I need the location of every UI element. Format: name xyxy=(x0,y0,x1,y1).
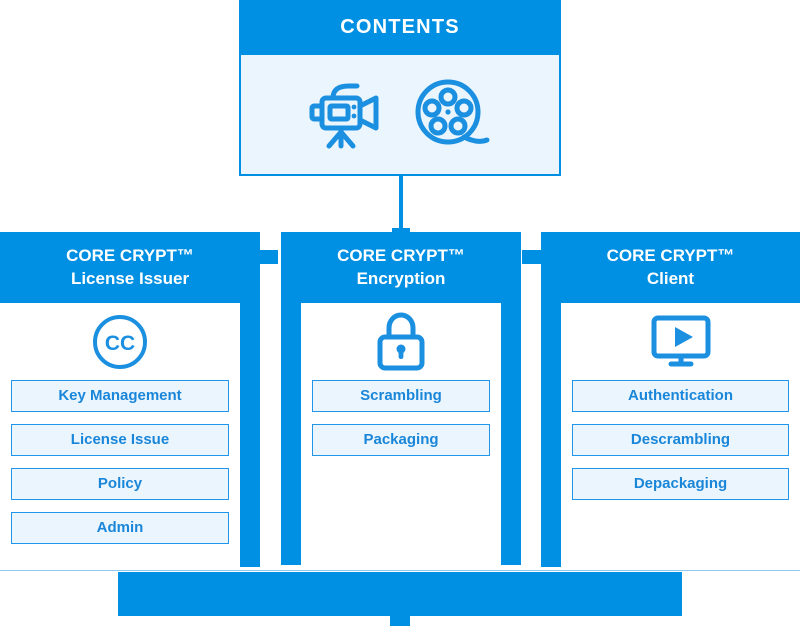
column-header-encryption: CORE CRYPT™ Encryption xyxy=(281,232,521,303)
client-body-spacer xyxy=(562,512,799,556)
column-body-client: Authentication Descrambling Depackaging xyxy=(561,303,800,567)
column-title-line1: CORE CRYPT™ xyxy=(606,246,735,265)
contents-panel: CONTENTS xyxy=(239,0,561,180)
item-packaging[interactable]: Packaging xyxy=(312,424,490,456)
item-authentication[interactable]: Authentication xyxy=(572,380,789,412)
item-policy[interactable]: Policy xyxy=(11,468,229,500)
item-descrambling[interactable]: Descrambling xyxy=(572,424,789,456)
items-encryption: Scrambling Packaging xyxy=(302,380,500,456)
column-title-line2: License Issuer xyxy=(70,269,190,288)
column-header-license-issuer: CORE CRYPT™ License Issuer xyxy=(0,232,260,303)
cc-circle-icon: CC xyxy=(1,304,239,380)
contents-body xyxy=(239,55,561,176)
item-depackaging[interactable]: Depackaging xyxy=(572,468,789,500)
column-header-client: CORE CRYPT™ Client xyxy=(541,232,800,303)
video-camera-icon xyxy=(308,80,390,150)
items-client: Authentication Descrambling Depackaging xyxy=(562,380,799,500)
monitor-play-icon xyxy=(562,304,799,380)
column-title-line1: CORE CRYPT™ xyxy=(337,246,465,265)
column-client: CORE CRYPT™ Client Authentication Descra… xyxy=(541,232,800,567)
item-license-issue[interactable]: License Issue xyxy=(11,424,229,456)
column-body-encryption: Scrambling Packaging xyxy=(301,303,501,565)
column-title-line2: Client xyxy=(646,269,695,288)
column-encryption: CORE CRYPT™ Encryption Scrambling Packag… xyxy=(281,232,521,565)
contents-connector-line xyxy=(399,176,403,234)
padlock-icon xyxy=(302,304,500,380)
column-title-line2: Encryption xyxy=(356,269,446,288)
encryption-body-spacer xyxy=(302,468,500,554)
column-license-issuer: CORE CRYPT™ License Issuer CC Key Manage… xyxy=(0,232,260,567)
column-body-license-issuer: CC Key Management License Issue Policy A… xyxy=(0,303,240,567)
item-admin[interactable]: Admin xyxy=(11,512,229,544)
film-reel-icon xyxy=(412,78,492,152)
svg-text:CC: CC xyxy=(105,332,135,355)
bottom-bar xyxy=(118,572,682,616)
contents-title: CONTENTS xyxy=(340,16,460,38)
bottom-bar-tab xyxy=(390,616,410,626)
baseline-rule xyxy=(0,570,800,571)
items-license-issuer: Key Management License Issue Policy Admi… xyxy=(1,380,239,544)
item-key-management[interactable]: Key Management xyxy=(11,380,229,412)
contents-header: CONTENTS xyxy=(239,0,561,55)
item-scrambling[interactable]: Scrambling xyxy=(312,380,490,412)
column-title-line1: CORE CRYPT™ xyxy=(66,246,194,265)
